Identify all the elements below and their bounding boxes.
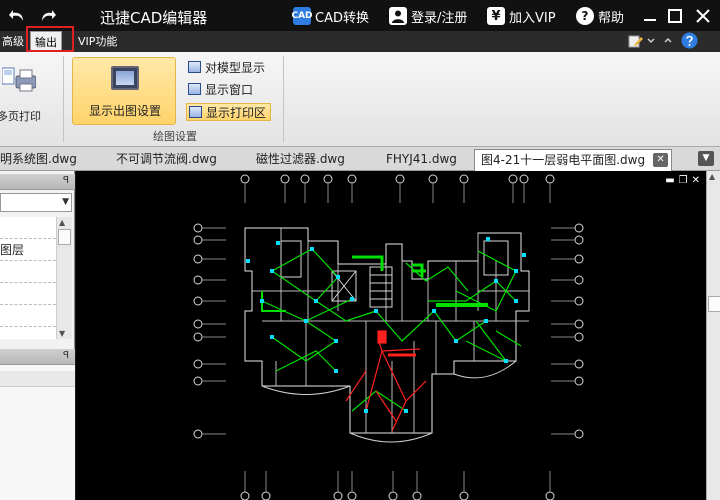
red-wiring [345, 330, 427, 432]
pin-icon[interactable]: ꟼ [62, 350, 69, 361]
drawing-canvas[interactable]: ▬ ❐ ✕ ▲ [76, 171, 720, 500]
tab-document[interactable]: 磁性过滤器.dwg [256, 152, 345, 166]
help-label: 帮助 [598, 10, 625, 26]
canvas-scrollbar[interactable]: ▲ [706, 171, 720, 500]
minimize-icon[interactable] [639, 5, 661, 27]
show-window-button[interactable]: 显示窗口 [186, 80, 257, 98]
undo-arrow-icon[interactable] [8, 6, 28, 26]
user-icon [389, 7, 407, 25]
show-plot-settings-button[interactable]: 显示出图设置 [72, 57, 176, 125]
viewport-minimize-icon[interactable]: ▬ [665, 175, 675, 186]
cad-convert-button[interactable]: CAD CAD转换 [291, 6, 369, 26]
close-tab-icon[interactable]: ✕ [653, 153, 669, 167]
green-wiring [261, 248, 522, 412]
help-icon: ? [576, 7, 594, 25]
model-display-label: 对模型显示 [205, 60, 266, 75]
tab-list-dropdown-icon[interactable]: ▼ [698, 151, 714, 166]
ribbon-separator [63, 56, 64, 142]
viewport-controls: ▬ ❐ ✕ [665, 175, 700, 186]
properties-area [0, 365, 75, 500]
chevron-down-icon[interactable] [646, 33, 656, 48]
redo-arrow-icon[interactable] [37, 6, 57, 26]
close-icon[interactable] [692, 5, 714, 27]
tab-document[interactable]: 不可调节流阀.dwg [116, 152, 217, 166]
multi-page-print-label: 多页打印 [0, 110, 41, 123]
ribbon-group-label: 绘图设置 [153, 130, 197, 143]
yen-icon: ¥ [487, 7, 505, 25]
chevron-down-icon[interactable]: ▼ [62, 197, 69, 207]
scroll-thumb[interactable] [708, 296, 720, 312]
cad-convert-icon: CAD [291, 7, 313, 25]
floor-plan-drawing [193, 174, 584, 500]
pen-icon[interactable] [628, 34, 644, 49]
collapse-ribbon-icon[interactable] [662, 33, 674, 48]
menu-item-vip-features[interactable]: VIP功能 [78, 35, 118, 48]
maximize-icon[interactable] [664, 5, 686, 27]
login-register-label: 登录/注册 [411, 10, 468, 26]
properties-row [0, 371, 75, 387]
menu-bar: 高级 输出 VIP功能 [0, 31, 720, 52]
ribbon-separator [283, 56, 284, 142]
panel-header: ꟼ [0, 349, 75, 365]
login-register-button[interactable]: 登录/注册 [389, 6, 467, 26]
list-item[interactable] [0, 217, 56, 239]
list-item[interactable] [0, 305, 56, 327]
show-print-area-label: 显示打印区 [206, 105, 267, 120]
list-item[interactable] [0, 283, 56, 305]
viewport-close-icon[interactable]: ✕ [691, 175, 700, 186]
list-item[interactable]: 图层 [0, 239, 56, 261]
scroll-thumb[interactable] [58, 229, 71, 245]
multi-page-print-button[interactable]: 多页打印 [0, 62, 46, 123]
list-item[interactable] [0, 261, 56, 283]
tab-document-active[interactable]: 图4-21十一层弱电平面图.dwg ✕ [474, 149, 673, 171]
scroll-up-icon[interactable]: ▲ [59, 218, 66, 227]
scroll-up-icon[interactable]: ▲ [709, 172, 716, 181]
show-window-label: 显示窗口 [205, 82, 254, 97]
menu-item-advanced[interactable]: 高级 [2, 35, 24, 48]
monitor-icon [111, 66, 139, 90]
cad-convert-label: CAD转换 [315, 10, 369, 26]
menu-item-output[interactable]: 输出 [30, 31, 62, 52]
pin-icon[interactable]: ꟼ [62, 175, 69, 186]
window-icon [188, 83, 201, 95]
document-tab-bar: 明系统图.dwg 不可调节流阀.dwg 磁性过滤器.dwg FHYJ41.dwg… [0, 147, 720, 171]
tab-document[interactable]: FHYJ41.dwg [386, 152, 457, 166]
viewport-restore-icon[interactable]: ❐ [678, 175, 688, 186]
printer-icon [2, 67, 36, 92]
model-display-button[interactable]: 对模型显示 [186, 58, 269, 76]
join-vip-label: 加入VIP [509, 10, 556, 26]
title-bar: 迅捷CAD编辑器 CAD CAD转换 登录/注册 ¥ 加入VIP ? 帮助 [0, 0, 720, 31]
layer-list-scrollbar[interactable]: ▲ ▼ [56, 217, 72, 339]
panel-header: ꟼ [0, 174, 75, 190]
layers-panel: ꟼ ▼ 图层 ▲ ▼ ꟼ [0, 171, 75, 500]
output-tab-highlight [26, 26, 74, 52]
print-area-icon [189, 106, 202, 118]
ribbon-panel: 多页打印 显示出图设置 对模型显示 显示窗口 显示打印区 绘图设置 [0, 52, 720, 147]
show-plot-settings-label: 显示出图设置 [88, 104, 161, 118]
scroll-down-icon[interactable]: ▼ [59, 329, 66, 338]
layer-combo[interactable]: ▼ [0, 193, 72, 212]
app-title: 迅捷CAD编辑器 [100, 9, 208, 27]
layer-list: 图层 [0, 217, 56, 339]
tab-document[interactable]: 明系统图.dwg [0, 152, 77, 166]
show-print-area-button[interactable]: 显示打印区 [186, 103, 272, 121]
cyan-devices [246, 237, 526, 413]
model-display-icon [188, 61, 201, 73]
help-button[interactable]: ? 帮助 [576, 6, 624, 26]
grid-axis-bubbles [193, 174, 584, 500]
join-vip-button[interactable]: ¥ 加入VIP [487, 6, 556, 26]
help-circle-icon[interactable] [681, 32, 698, 49]
active-tab-label: 图4-21十一层弱电平面图.dwg [481, 153, 646, 167]
